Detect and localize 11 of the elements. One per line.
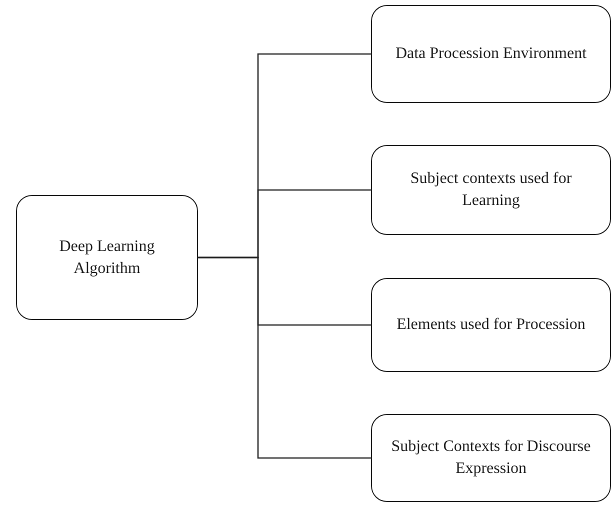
box-label: Subject Contexts for Discourse Expression (390, 437, 592, 479)
rounded-box (16, 195, 198, 320)
box-label: Deep Learning Algorithm (58, 236, 156, 278)
box-label: Subject contexts used for Learning (409, 169, 573, 211)
rounded-box (371, 5, 611, 103)
rounded-box (371, 145, 611, 235)
connector-line (198, 256, 371, 459)
rounded-box (371, 278, 611, 372)
box-label: Elements used for Procession (396, 315, 586, 336)
box-label: Data Procession Environment (394, 44, 588, 64)
rounded-box (371, 414, 611, 502)
